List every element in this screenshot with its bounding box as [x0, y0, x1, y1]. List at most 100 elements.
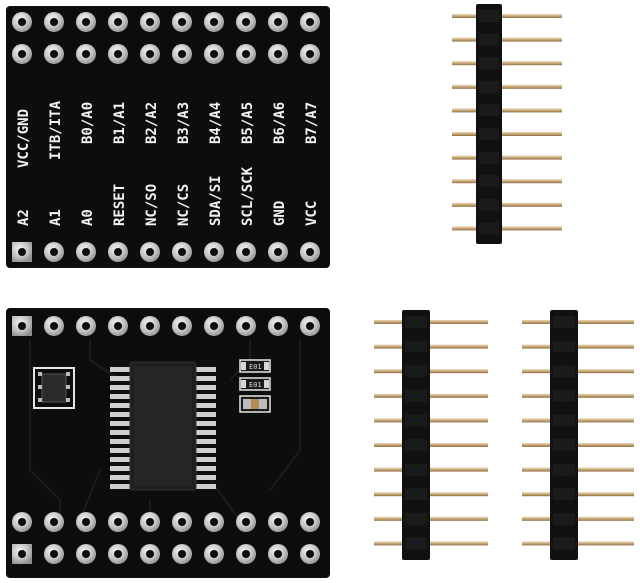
pad-hole	[146, 322, 154, 330]
pad-row-top	[12, 12, 320, 32]
header-segment	[405, 365, 427, 378]
pad-hole	[178, 550, 186, 558]
pin-label: ITB/ITA	[48, 100, 64, 160]
pin-label: VCC	[304, 201, 320, 226]
pad-row-second	[12, 512, 320, 532]
pad-hole	[242, 18, 250, 26]
header-segment	[405, 340, 427, 353]
header-segment	[553, 537, 575, 550]
header-pin	[374, 516, 488, 521]
ic-chip	[110, 361, 216, 491]
pad-hole	[82, 550, 90, 558]
header-segment	[405, 488, 427, 501]
pad-hole	[114, 518, 122, 526]
ic-leads-right	[194, 367, 216, 489]
header-segment	[553, 389, 575, 402]
header-pin	[452, 108, 562, 113]
pad-hole	[242, 550, 250, 558]
pad-hole	[82, 322, 90, 330]
ic-lead	[194, 430, 216, 435]
ic-lead	[194, 448, 216, 453]
header-pin	[452, 226, 562, 231]
header-pin	[374, 541, 488, 546]
ic-lead	[110, 385, 132, 390]
pin-label: VCC/GND	[16, 109, 32, 168]
pad-hole	[18, 248, 26, 256]
upper-pin-labels: VCC/GND ITB/ITA B0/A0 B1/A1 B2/A2 B3/A3 …	[16, 100, 320, 168]
header-pin	[374, 492, 488, 497]
pad-hole	[274, 550, 282, 558]
ic-lead	[110, 466, 132, 471]
header-segment	[553, 365, 575, 378]
pin-label: B6/A6	[272, 102, 288, 144]
header-segment	[479, 57, 499, 70]
ic-lead	[194, 421, 216, 426]
ic-lead	[194, 385, 216, 390]
pad-hole	[210, 322, 218, 330]
ic-lead	[110, 394, 132, 399]
pcb-traces	[29, 340, 301, 521]
pad-hole	[242, 50, 250, 58]
component-label: E01	[249, 381, 262, 389]
ic-leads-left	[110, 367, 132, 489]
pad-hole	[242, 322, 250, 330]
pad-hole	[178, 248, 186, 256]
header-pin	[374, 393, 488, 398]
component-label: E01	[249, 363, 262, 371]
header-segment	[405, 537, 427, 550]
header-segment	[553, 414, 575, 427]
header-pin	[374, 443, 488, 447]
pad-hole	[50, 518, 58, 526]
pad-hole	[274, 518, 282, 526]
smd-component: E01	[239, 359, 271, 373]
pad-hole	[274, 18, 282, 26]
ic-lead	[194, 403, 216, 408]
pin-label: B0/A0	[80, 102, 96, 144]
pad-hole	[18, 18, 26, 26]
header-segment	[479, 198, 499, 211]
pin-label: A0	[80, 209, 96, 226]
pin-label: RESET	[112, 184, 128, 226]
resistor-network	[33, 367, 75, 409]
pin-label: B5/A5	[240, 102, 256, 144]
pad-hole	[306, 518, 314, 526]
pin-label: A2	[16, 209, 32, 226]
ic-lead	[110, 484, 132, 489]
pad-hole	[242, 518, 250, 526]
pad-hole	[274, 322, 282, 330]
pad-hole	[306, 50, 314, 58]
pin-label: B4/A4	[208, 102, 224, 144]
capacitor	[239, 395, 271, 413]
pad-hole	[18, 518, 26, 526]
pad-hole	[178, 18, 186, 26]
ic-lead	[194, 376, 216, 381]
header-segment	[553, 439, 575, 451]
pin-header-bottom-left	[374, 310, 488, 560]
ic-lead	[110, 457, 132, 462]
smd-component: E01	[239, 377, 271, 391]
pin-header-bottom-right	[522, 310, 634, 560]
header-segment	[405, 414, 427, 427]
header-pin	[452, 202, 562, 207]
header-pin	[374, 344, 488, 349]
ic-lead	[110, 367, 132, 372]
pin-label: NC/CS	[176, 184, 192, 226]
header-pin	[374, 467, 488, 472]
ic-lead	[194, 475, 216, 480]
pad-hole	[18, 550, 26, 558]
header-segment	[479, 151, 499, 164]
header-pin	[452, 37, 562, 42]
pad-hole	[178, 322, 186, 330]
pad-hole	[82, 50, 90, 58]
pad-hole	[146, 550, 154, 558]
ic-lead	[194, 394, 216, 399]
pad-hole	[306, 18, 314, 26]
header-segment	[553, 340, 575, 353]
pad-hole	[306, 248, 314, 256]
pad-row-bottom	[12, 544, 320, 564]
pad-hole	[146, 248, 154, 256]
pin-label: B1/A1	[112, 102, 128, 144]
pin-header-top	[452, 4, 562, 244]
pad-hole	[82, 518, 90, 526]
pad-hole	[306, 322, 314, 330]
